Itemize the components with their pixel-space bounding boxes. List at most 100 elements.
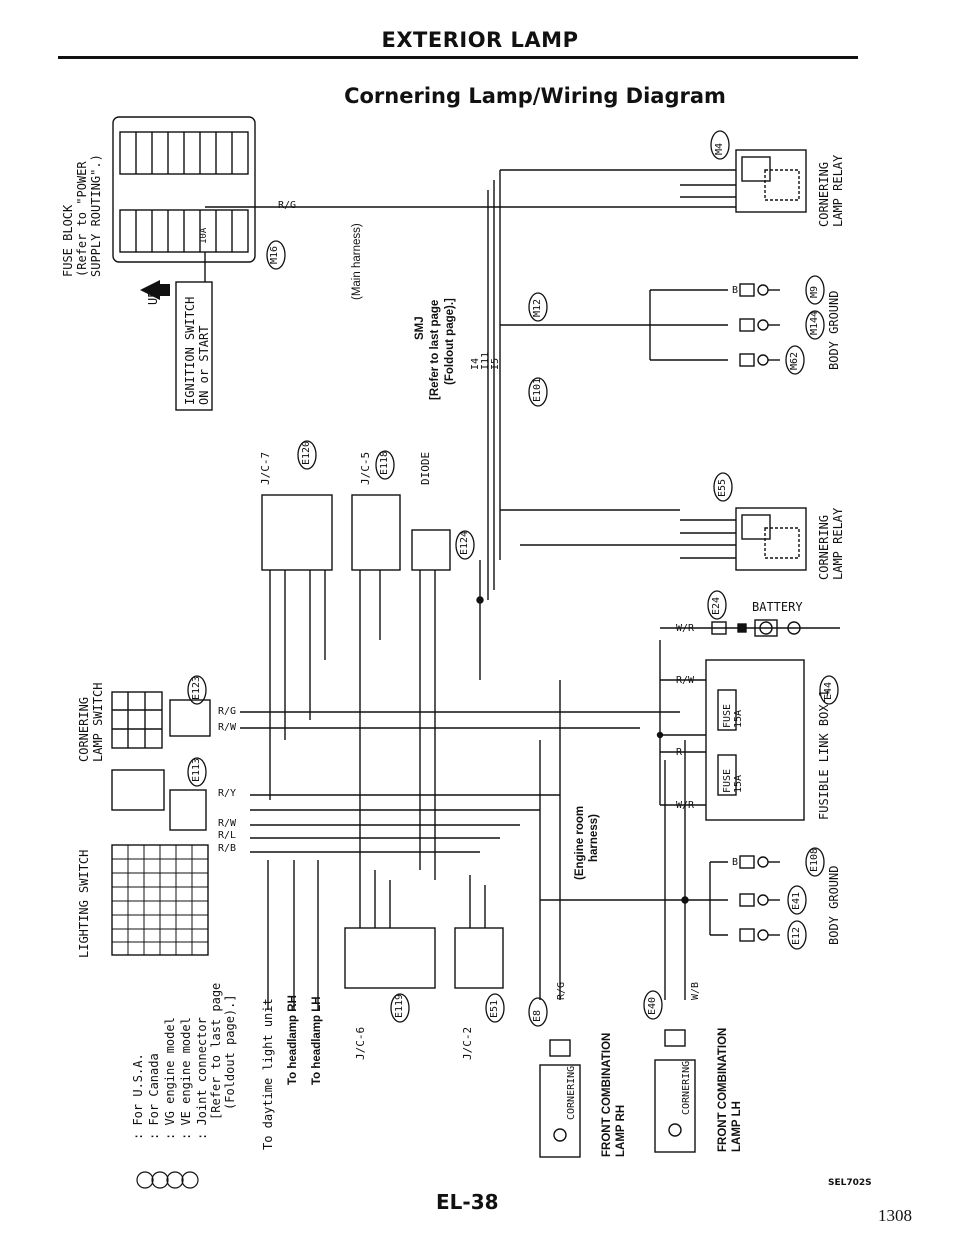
upper-relay-label-2: LAMP RELAY bbox=[831, 154, 845, 227]
legend-ve: : VE engine model bbox=[179, 1017, 193, 1140]
fuse2-label: FUSE bbox=[722, 768, 733, 793]
legend-refer-1: [Refer to last page bbox=[209, 982, 223, 1120]
lower-relay-box bbox=[735, 507, 807, 571]
to-headlamp-rh: To headlamp RH bbox=[287, 995, 299, 1085]
main-harness-label: (Main harness) bbox=[351, 223, 363, 300]
wire-label-b-1: B bbox=[732, 285, 739, 296]
wire-label-rlr: R/L bbox=[218, 830, 237, 841]
wire-label-rg: R/G bbox=[278, 200, 297, 211]
battery-label: BATTERY bbox=[752, 600, 803, 614]
wire-label-wb: W/B bbox=[690, 981, 701, 1000]
body-ground-bottom-label: BODY GROUND bbox=[827, 865, 841, 945]
jc5-label: J/C-5 bbox=[359, 451, 372, 485]
smj-ref-2: (Foldout page).] bbox=[444, 298, 456, 385]
fuse-block-lower-cells bbox=[119, 209, 249, 253]
ignition-switch-box bbox=[175, 281, 213, 411]
lamp-rh-box bbox=[539, 1064, 581, 1158]
ignition-switch-label: IGNITION SWITCH bbox=[183, 296, 197, 405]
connector-e24: E24 bbox=[711, 596, 722, 615]
jc7-box bbox=[261, 494, 333, 571]
fusible-link-label: FUSIBLE LINK BOX-1 bbox=[817, 689, 831, 820]
connector-e123: E123 bbox=[191, 675, 202, 700]
legend-vg: : VG engine model bbox=[163, 1017, 177, 1140]
wire-label-r: R bbox=[676, 747, 683, 758]
upper-relay-box bbox=[735, 149, 807, 213]
wire-label-rwb: R/W bbox=[218, 818, 237, 829]
diagram-title: Cornering Lamp/Wiring Diagram bbox=[344, 84, 726, 108]
cornering-switch-label-2: LAMP SWITCH bbox=[91, 682, 105, 762]
legend-jc: : Joint connector bbox=[195, 1017, 209, 1140]
legend-usa: : For U.S.A. bbox=[131, 1053, 145, 1140]
connector-e108: E108 bbox=[809, 847, 820, 872]
lamp-rh-part: CORNERING bbox=[566, 1065, 577, 1120]
lighting-switch-label: LIGHTING SWITCH bbox=[77, 849, 91, 958]
up-label: UP bbox=[146, 290, 160, 305]
jc5-box bbox=[351, 494, 401, 571]
wire-label-rg-switch: R/G bbox=[218, 706, 237, 717]
connector-e119: E119 bbox=[394, 993, 405, 1018]
diode-box bbox=[411, 529, 451, 571]
wire-label-rw-switch: R/W bbox=[218, 722, 237, 733]
smj-ref-1: [Refer to last page bbox=[429, 299, 441, 400]
connector-e8: E8 bbox=[532, 1009, 543, 1022]
body-ground-top-label: BODY GROUND bbox=[827, 290, 841, 370]
to-headlamp-lh: To headlamp LH bbox=[311, 996, 323, 1085]
cornering-switch-label-1: CORNERING bbox=[77, 696, 91, 762]
jc6-label: J/C-6 bbox=[354, 1026, 367, 1060]
wire-label-rg-lamp: R/G bbox=[556, 981, 567, 1000]
fuse-block-label: FUSE BLOCK bbox=[61, 204, 75, 277]
engine-room-label-1: (Engine room bbox=[574, 805, 586, 880]
fuse2-rating: 15A bbox=[733, 774, 744, 793]
connector-e101: E101 bbox=[532, 377, 543, 402]
connector-e40: E40 bbox=[647, 996, 658, 1015]
cornering-switch-grid bbox=[111, 691, 163, 749]
wire-label-rb: R/B bbox=[218, 843, 237, 854]
to-daytime-light: To daytime light unit bbox=[261, 998, 275, 1150]
lamp-rh-label-1: FRONT COMBINATION bbox=[601, 1032, 613, 1157]
fuse-rating: 10A bbox=[199, 227, 209, 244]
connector-m62: M62 bbox=[789, 351, 800, 370]
fuse-block-outline bbox=[112, 116, 256, 263]
connector-e113: E113 bbox=[191, 757, 202, 782]
connector-m16: M16 bbox=[269, 245, 280, 264]
lamp-lh-label-1: FRONT COMBINATION bbox=[717, 1027, 729, 1152]
lower-relay-label-1: CORNERING bbox=[817, 514, 831, 580]
lamp-rh-label-2: LAMP RH bbox=[615, 1104, 627, 1157]
upper-relay-label-1: CORNERING bbox=[817, 161, 831, 227]
wire-label-rw-fuse: R/W bbox=[676, 675, 695, 686]
connector-e51: E51 bbox=[489, 999, 500, 1018]
figure-code: SEL702S bbox=[828, 1178, 872, 1188]
header-rule bbox=[58, 56, 858, 59]
page-code: EL-38 bbox=[436, 1190, 499, 1214]
diode-label: DIODE bbox=[419, 451, 432, 485]
connector-e120: E120 bbox=[301, 440, 312, 465]
fuse-block-ref-2: SUPPLY ROUTING".) bbox=[89, 154, 103, 277]
wire-label-wr-2: W/R bbox=[676, 800, 695, 811]
wire-label-b-2: B bbox=[732, 857, 739, 868]
fuse-block-ref-1: (Refer to "POWER bbox=[75, 161, 89, 277]
connector-m12: M12 bbox=[532, 298, 543, 317]
smj-pin-i5: I5 bbox=[490, 357, 501, 370]
wire-label-ry: R/Y bbox=[218, 788, 237, 799]
connector-e12: E12 bbox=[791, 926, 802, 945]
page-header: EXTERIOR LAMP bbox=[381, 28, 579, 52]
legend-canada: : For Canada bbox=[147, 1053, 161, 1140]
up-arrow-icon bbox=[140, 280, 160, 300]
connector-m4: M4 bbox=[714, 142, 725, 155]
lamp-lh-label-2: LAMP LH bbox=[731, 1101, 743, 1152]
connector-m144: M144 bbox=[809, 310, 820, 335]
legend-refer-2: (Foldout page).] bbox=[223, 994, 237, 1110]
jc6-box bbox=[344, 927, 436, 989]
ignition-switch-sub: ON or START bbox=[197, 325, 211, 405]
connector-e118: E118 bbox=[379, 450, 390, 475]
connector-e41: E41 bbox=[791, 891, 802, 910]
fuse1-label: FUSE bbox=[722, 703, 733, 728]
lamp-lh-box bbox=[654, 1059, 696, 1153]
fuse-block-upper-cells bbox=[119, 131, 249, 175]
jc7-label: J/C-7 bbox=[259, 451, 272, 485]
lamp-lh-part: CORNERING bbox=[681, 1060, 692, 1115]
engine-room-label-2: harness) bbox=[588, 814, 600, 862]
connector-e55: E55 bbox=[717, 478, 728, 497]
lower-relay-label-2: LAMP RELAY bbox=[831, 507, 845, 580]
